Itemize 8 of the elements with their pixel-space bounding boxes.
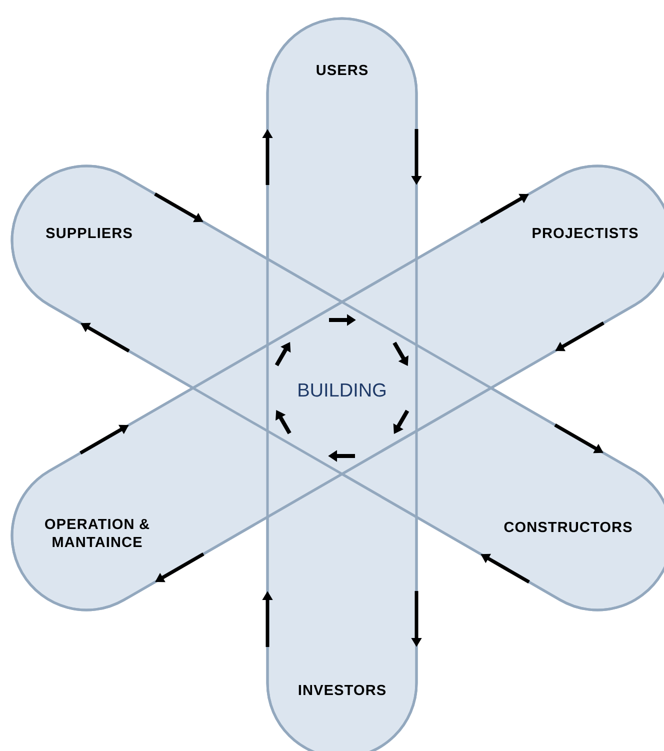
band-label: CONSTRUCTORS xyxy=(504,522,632,532)
band-label: SUPPLIERS xyxy=(46,228,132,238)
band-label: PROJECTISTS xyxy=(532,228,638,238)
band-label: INVESTORS xyxy=(298,684,386,696)
capsule-band xyxy=(10,164,664,612)
center-label: BUILDING xyxy=(298,383,386,397)
band-label: OPERATION & MANTAINCE xyxy=(45,518,150,548)
band-label: USERS xyxy=(316,64,368,76)
